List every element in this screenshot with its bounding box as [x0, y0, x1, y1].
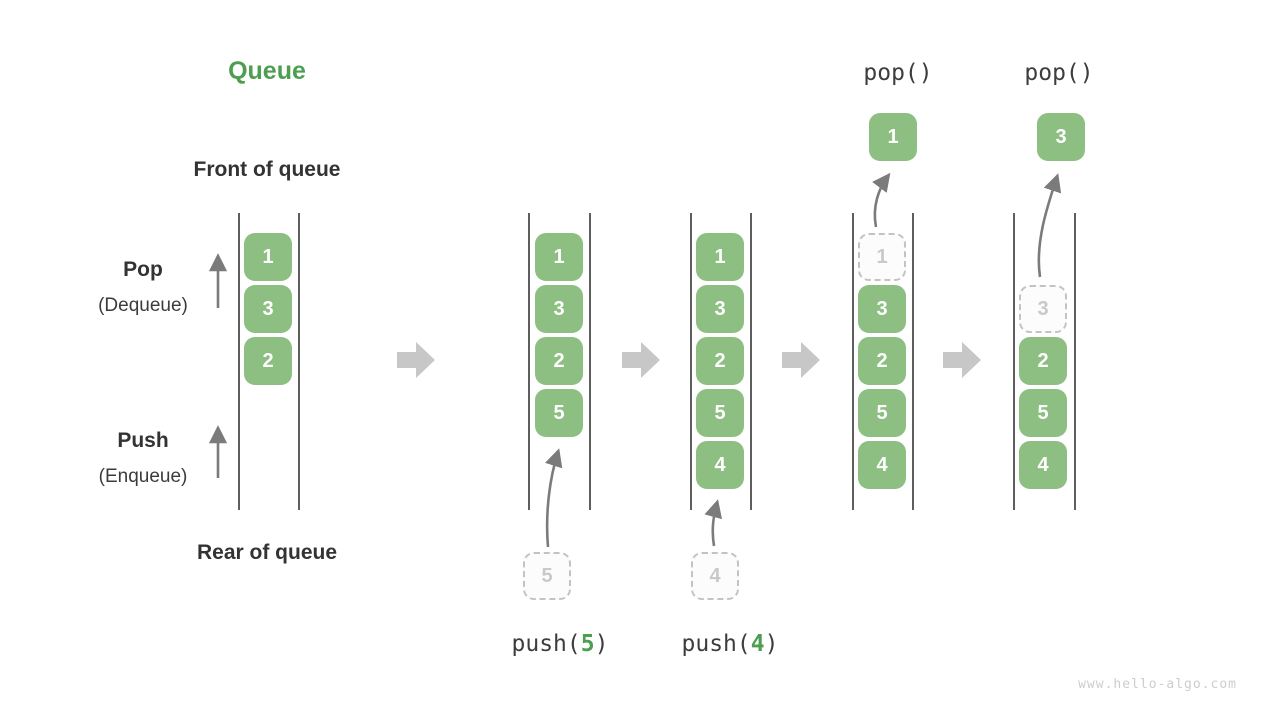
watermark: www.hello-algo.com — [1078, 677, 1237, 692]
step-arrow-icon — [943, 342, 981, 378]
pop-3-arrow-icon — [1037, 173, 1062, 278]
queue-box: 2 — [535, 337, 583, 385]
queue-box: 1 — [535, 233, 583, 281]
push-label: Push — [117, 429, 169, 452]
queue-rail-right — [1074, 213, 1076, 510]
push-4-arrow-icon — [704, 499, 723, 547]
pop-1-arrow-icon — [872, 172, 891, 228]
dequeue-label: (Dequeue) — [98, 295, 188, 316]
queue-box: 4 — [858, 441, 906, 489]
step-arrow-icon — [782, 342, 820, 378]
queue-box: 2 — [696, 337, 744, 385]
queue-rail-right — [298, 213, 300, 510]
queue-box: 2 — [1019, 337, 1067, 385]
incoming-box: 5 — [523, 552, 571, 600]
queue-box: 3 — [696, 285, 744, 333]
queue-box: 5 — [1019, 389, 1067, 437]
queue-box: 5 — [858, 389, 906, 437]
queue-box: 2 — [858, 337, 906, 385]
queue-rail-right — [750, 213, 752, 510]
queue-box: 3 — [535, 285, 583, 333]
queue-rail-left — [852, 213, 854, 510]
queue-rail-left — [690, 213, 692, 510]
incoming-box: 4 — [691, 552, 739, 600]
queue-rail-left — [528, 213, 530, 510]
diagram-title: Queue — [228, 57, 306, 85]
queue-box: 5 — [696, 389, 744, 437]
enqueue-label: (Enqueue) — [98, 466, 188, 487]
queue-rail-left — [238, 213, 240, 510]
push-call-label-4: push(4) — [681, 631, 779, 657]
push-call-label-5: push(5) — [511, 631, 609, 657]
queue-box: 1 — [244, 233, 292, 281]
queue-rail-right — [912, 213, 914, 510]
pop-call-label-2: pop() — [1024, 60, 1094, 86]
queue-box: 4 — [1019, 441, 1067, 489]
popped-box: 3 — [1037, 113, 1085, 161]
removed-box: 1 — [858, 233, 906, 281]
queue-box: 3 — [858, 285, 906, 333]
pop-call-label-1: pop() — [863, 60, 933, 86]
queue-box: 4 — [696, 441, 744, 489]
rear-of-queue-label: Rear of queue — [196, 541, 338, 564]
queue-rail-left — [1013, 213, 1015, 510]
queue-box: 1 — [696, 233, 744, 281]
queue-box: 5 — [535, 389, 583, 437]
popped-box: 1 — [869, 113, 917, 161]
queue-rail-right — [589, 213, 591, 510]
step-arrow-icon — [622, 342, 660, 378]
front-of-queue-label: Front of queue — [193, 158, 341, 181]
removed-box: 3 — [1019, 285, 1067, 333]
pop-label: Pop — [123, 258, 163, 281]
step-arrow-icon — [397, 342, 435, 378]
queue-box: 3 — [244, 285, 292, 333]
push-5-arrow-icon — [544, 448, 563, 548]
queue-box: 2 — [244, 337, 292, 385]
